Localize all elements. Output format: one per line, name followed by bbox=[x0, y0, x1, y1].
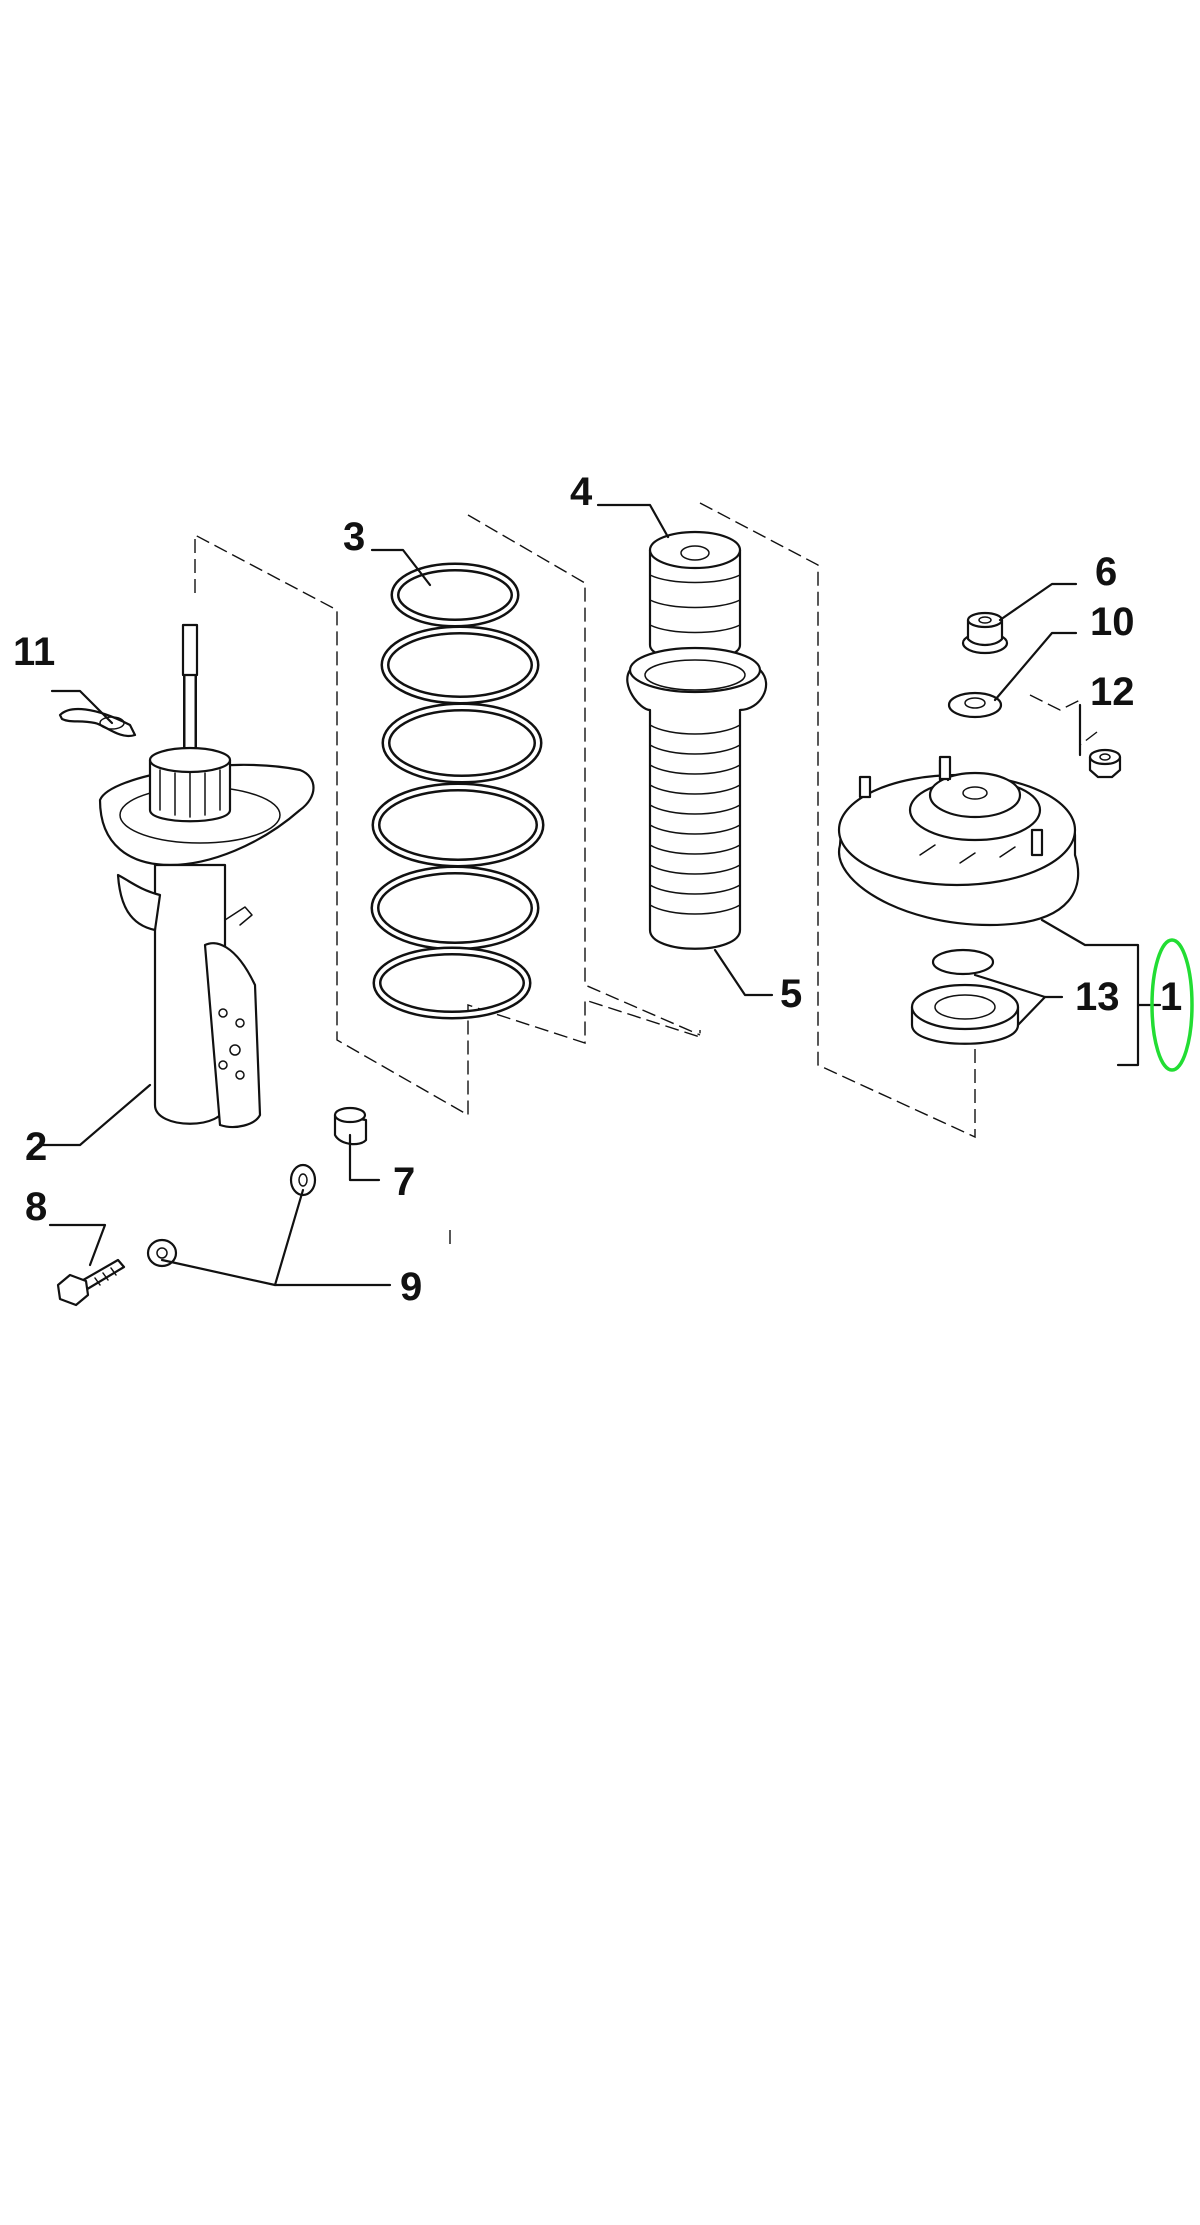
bolt bbox=[56, 1258, 126, 1307]
exploded-strut-diagram: 11 3 4 6 10 12 5 13 1 2 7 8 9 bbox=[13, 470, 1194, 1309]
callout-11: 11 bbox=[13, 630, 55, 674]
callout-4: 4 bbox=[570, 470, 593, 514]
dust-boot bbox=[626, 646, 768, 950]
lower-flange-nut bbox=[333, 1106, 368, 1146]
callout-12: 12 bbox=[1090, 670, 1135, 714]
coil-spring bbox=[370, 562, 545, 1020]
callout-7: 7 bbox=[393, 1160, 415, 1204]
clip bbox=[58, 708, 137, 738]
small-nut bbox=[1088, 748, 1122, 779]
callout-5: 5 bbox=[780, 972, 802, 1016]
callout-13: 13 bbox=[1075, 975, 1120, 1019]
bump-stop bbox=[648, 530, 742, 662]
o-ring bbox=[931, 948, 995, 976]
strut-bearing bbox=[910, 983, 1020, 1045]
assembly-guide-lines bbox=[194, 502, 1098, 1247]
parts-diagram-panel: 11 3 4 6 10 12 5 13 1 2 7 8 9 bbox=[0, 425, 1200, 1355]
callout-labels: 11 3 4 6 10 12 5 13 1 2 7 8 9 bbox=[13, 470, 1182, 1309]
callout-9: 9 bbox=[400, 1265, 422, 1309]
callout-1: 1 bbox=[1160, 975, 1182, 1019]
lower-washers bbox=[146, 1163, 317, 1268]
leader-lines bbox=[36, 503, 1162, 1287]
callout-10: 10 bbox=[1090, 600, 1135, 644]
callout-8: 8 bbox=[25, 1185, 47, 1229]
flange-nut bbox=[961, 611, 1009, 655]
strut-assembly bbox=[98, 623, 315, 1129]
washer bbox=[947, 691, 1003, 719]
callout-6: 6 bbox=[1095, 550, 1117, 594]
highlight-ring bbox=[1150, 938, 1194, 1072]
top-mount bbox=[837, 755, 1080, 927]
callout-2: 2 bbox=[25, 1125, 47, 1169]
callout-3: 3 bbox=[343, 515, 365, 559]
